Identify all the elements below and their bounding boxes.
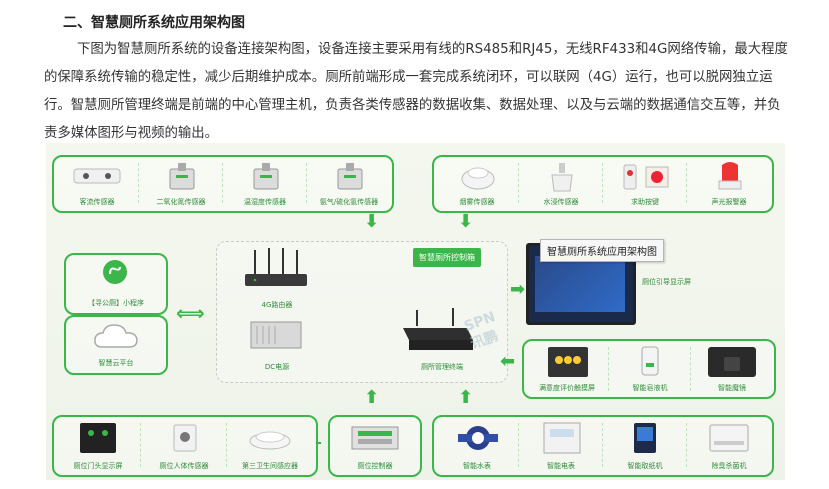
central-control-box: 智慧厕所控制箱 4G路由器 DC电源 厕所管理终端 SPN讯鹏 [216, 241, 508, 383]
smart-paper-dispenser: 智能取纸机 [604, 419, 686, 471]
terminal-label: 厕所管理终端 [421, 363, 463, 371]
stall-presence-sensor: 厕位人体传感器 [142, 419, 226, 471]
water-leak-sensor: 水浸传感器 [520, 159, 602, 207]
smart-water-meter-icon [458, 426, 498, 450]
intro-paragraph: 下图为智慧厕所系统的设备连接架构图，设备连接主要采用有线的RS485和RJ45，… [44, 42, 788, 141]
smart-electric-meter-icon [543, 422, 581, 454]
stall-door-display-icon [80, 423, 116, 453]
soap-dispenser-icon [641, 346, 659, 376]
sensor-group-right: 烟雾传感器 水浸传感器 求助按键 声光报警器 [432, 155, 774, 213]
stall-devices-box: 厕位门头显示屏 厕位人体传感器 第三卫生间感应器 [52, 415, 318, 477]
temp-humidity-sensor-icon [253, 163, 279, 190]
up-arrow-left: ⬆ [364, 387, 380, 408]
router-label: 4G路由器 [261, 301, 293, 309]
mini-program-icon [103, 260, 127, 284]
terminal-icon [403, 308, 473, 350]
utility-devices-box: 智能水表 智能电表 智能取纸机 除臭杀菌机 [432, 415, 774, 477]
no2-sensor-icon [169, 163, 195, 190]
stall-controller: 厕位控制器 [332, 419, 418, 471]
smoke-sensor-icon [461, 167, 495, 190]
down-arrow-left: ⬇ [364, 211, 380, 232]
temp-humidity-sensor: 温湿度传感器 [224, 159, 306, 207]
smoke-sensor: 烟雾传感器 [436, 159, 518, 207]
no2-sensor: 二氧化氮传感器 [140, 159, 222, 207]
smart-water-meter: 智能水表 [436, 419, 518, 471]
ammonia-h2s-sensor: 氨气/硫化氢传感器 [308, 159, 390, 207]
smart-mirror-icon [708, 347, 756, 377]
dc-power-icon [250, 321, 302, 349]
satisfaction-screen-icon [548, 347, 588, 377]
alarm-light-icon [718, 162, 742, 190]
smart-paper-dispenser-icon [634, 423, 656, 453]
diagram-tooltip: 智慧厕所系统应用架构图 [540, 239, 664, 262]
ammonia-h2s-sensor-icon [337, 163, 363, 190]
stall-door-display: 厕位门头显示屏 [56, 419, 140, 471]
controller-tag: 智慧厕所控制箱 [413, 248, 481, 267]
water-leak-sensor-icon [551, 163, 573, 192]
left-arrow-from-interactive: ⬅ [500, 351, 516, 372]
stall-controller-box: 厕位控制器 [328, 415, 422, 477]
dc-power-label: DC电源 [264, 363, 290, 371]
architecture-diagram: 客流传感器 二氧化氮传感器 温湿度传感器 氨气/硫化氢传感器 烟雾传感器 水浸传… [46, 143, 785, 480]
third-restroom-sensor: 第三卫生间感应器 [228, 419, 312, 471]
passenger-flow-sensor: 客流传感器 [56, 159, 138, 207]
bidirectional-arrow-left: ⟺ [176, 301, 205, 325]
router-icon [245, 248, 307, 286]
smart-electric-meter: 智能电表 [520, 419, 602, 471]
sensor-group-left: 客流传感器 二氧化氮传感器 温湿度传感器 氨气/硫化氢传感器 [52, 155, 394, 213]
guide-display-box [526, 241, 636, 325]
right-arrow-display: ➡ [510, 279, 526, 300]
stall-controller-icon [351, 426, 399, 450]
sound-light-alarm: 声光报警器 [688, 159, 770, 207]
dash-connector: - [316, 435, 322, 451]
guide-display-label: 厕位引导显示屏 [642, 278, 691, 286]
passenger-flow-sensor-icon [73, 168, 121, 184]
down-arrow-right: ⬇ [458, 211, 474, 232]
mini-program-box: 【寻公厕】小程序 [64, 253, 168, 315]
cloud-icon [94, 324, 138, 348]
up-arrow-right: ⬆ [458, 387, 474, 408]
guide-display-screen [526, 243, 636, 325]
section-heading: 二、智慧厕所系统应用架构图 [63, 15, 245, 31]
deodorizer: 除臭杀菌机 [688, 419, 770, 471]
deodorizer-icon [709, 424, 749, 452]
help-button: 求助按键 [604, 159, 686, 207]
stall-presence-sensor-icon [173, 424, 197, 452]
third-restroom-sensor-icon [249, 431, 291, 450]
cloud-platform-box: 智慧云平台 [64, 315, 168, 375]
interactive-devices-box: 满意度评价触摸屏 智能皂液机 智能魔镜 [522, 339, 776, 399]
soap-dispenser: 智能皂液机 [610, 343, 690, 393]
smart-mirror: 智能魔镜 [692, 343, 772, 393]
help-button-icon [623, 164, 669, 190]
satisfaction-screen: 满意度评价触摸屏 [526, 343, 608, 393]
